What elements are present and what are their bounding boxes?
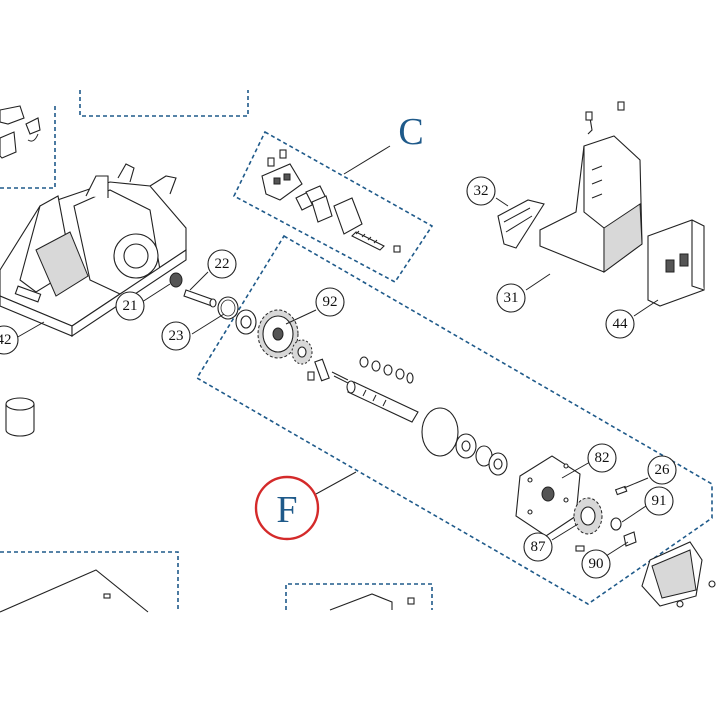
group-label-c: C: [398, 111, 423, 153]
group-c-parts: [261, 149, 401, 253]
output-gear-part: [573, 497, 603, 535]
callout-26: 26: [647, 455, 677, 485]
small-sprocket-part: [291, 339, 313, 365]
svg-text:91: 91: [652, 493, 667, 509]
leader-lines: [15, 145, 659, 557]
callout-91: 91: [644, 486, 674, 516]
svg-text:87: 87: [531, 539, 547, 555]
group-label-f: F: [276, 489, 297, 531]
callout-22: 22: [207, 249, 237, 279]
callout-23: 23: [161, 321, 191, 351]
mounting-plate-part: [515, 455, 581, 537]
pin-part: [183, 289, 217, 308]
callout-82: 82: [587, 443, 617, 473]
o-ring-set: [359, 356, 414, 384]
callout-42: 42: [0, 325, 19, 355]
group-f-highlight-circle: [254, 475, 320, 541]
svg-text:26: 26: [655, 462, 671, 478]
top-left-bracket-part: [0, 105, 41, 159]
group-frame-bottom-left: [0, 551, 179, 610]
gearbox-housing: [0, 163, 187, 338]
washer-part: [169, 272, 183, 288]
svg-text:21: 21: [123, 298, 138, 314]
group-frame-bottom-center: [285, 583, 433, 610]
svg-text:90: 90: [589, 556, 604, 572]
callout-32: 32: [466, 176, 496, 206]
end-cover-part: [641, 541, 716, 608]
cylinder-part: [5, 397, 35, 437]
bottom-center-part: [329, 593, 415, 611]
svg-text:42: 42: [0, 332, 12, 348]
terminal-block-part: [647, 219, 705, 307]
group-frame-c: [232, 130, 434, 284]
control-box-part: [539, 101, 643, 273]
callout-92: 92: [315, 287, 345, 317]
drive-shaft-part: [346, 380, 419, 423]
group-f-parts: [235, 309, 637, 552]
cover-part: [497, 199, 545, 249]
callout-87: 87: [523, 532, 553, 562]
svg-text:23: 23: [169, 328, 184, 344]
svg-text:31: 31: [504, 290, 519, 306]
callout-21: 21: [115, 291, 145, 321]
motor-body-part: [0, 569, 149, 613]
svg-text:82: 82: [595, 450, 610, 466]
svg-text:92: 92: [323, 294, 338, 310]
callout-90: 90: [581, 549, 611, 579]
svg-text:32: 32: [474, 183, 489, 199]
svg-text:22: 22: [215, 256, 230, 272]
callout-44: 44: [605, 309, 635, 339]
callout-31: 31: [496, 283, 526, 313]
group-frame-top-center: [79, 90, 249, 117]
svg-text:44: 44: [613, 316, 629, 332]
large-gear-part: [257, 309, 299, 359]
